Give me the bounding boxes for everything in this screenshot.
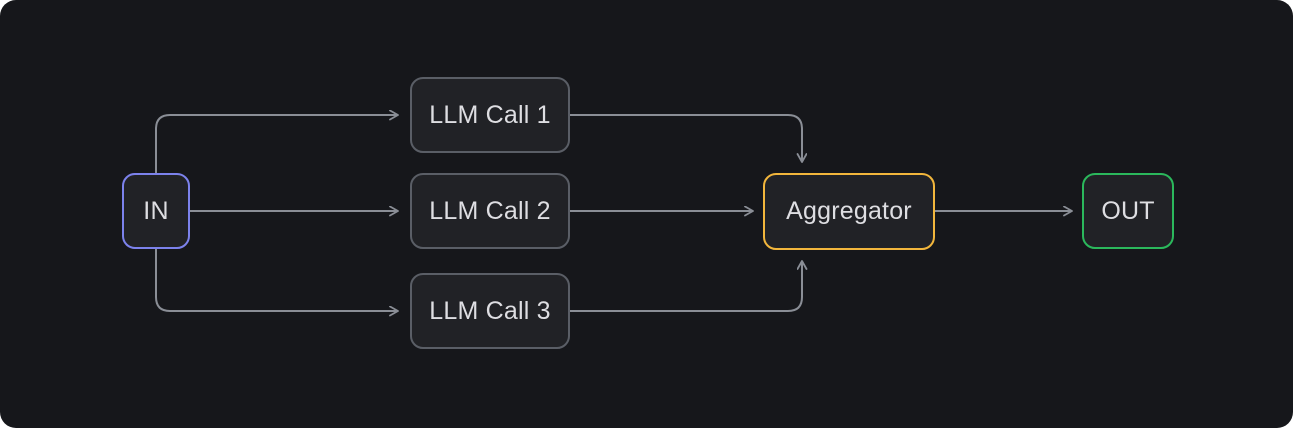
- node-llm-call-3-label: LLM Call 3: [429, 296, 551, 325]
- node-llm-call-2-label: LLM Call 2: [429, 196, 551, 225]
- edge-llm1-aggregator: [570, 114, 802, 162]
- edge-in-llm3: [155, 249, 398, 311]
- edge-in-llm1: [155, 115, 398, 173]
- node-aggregator: Aggregator: [763, 173, 935, 250]
- node-out-label: OUT: [1101, 196, 1155, 225]
- node-in: IN: [122, 173, 190, 249]
- node-in-label: IN: [143, 196, 169, 225]
- node-llm-call-1-label: LLM Call 1: [429, 100, 551, 129]
- node-aggregator-label: Aggregator: [786, 197, 912, 225]
- edge-llm3-aggregator: [570, 261, 802, 312]
- node-llm-call-2: LLM Call 2: [410, 173, 570, 249]
- node-llm-call-3: LLM Call 3: [410, 273, 570, 349]
- node-out: OUT: [1082, 173, 1174, 249]
- node-llm-call-1: LLM Call 1: [410, 77, 570, 153]
